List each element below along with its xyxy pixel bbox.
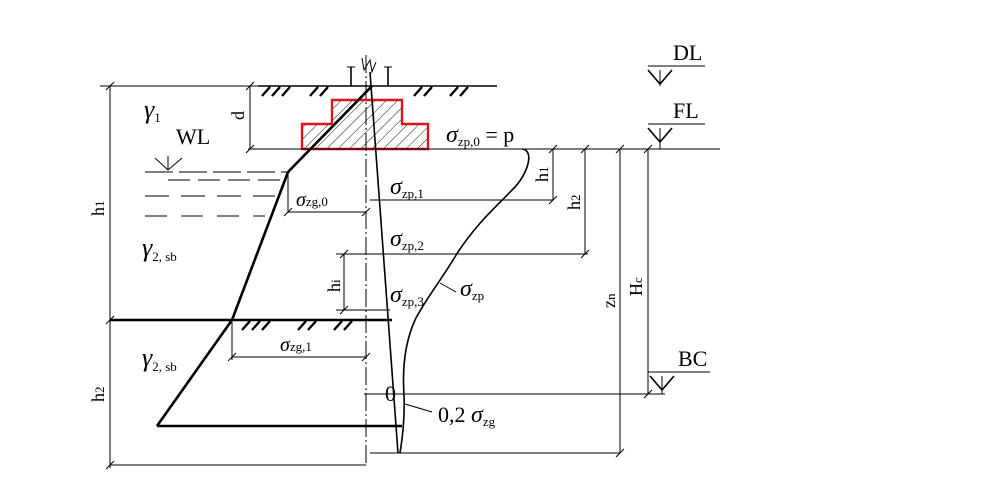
szp-curve	[399, 148, 530, 454]
limit-leader	[404, 403, 433, 413]
layer-boundary-hatch	[241, 320, 353, 331]
wl-label: WL	[176, 124, 210, 149]
fl-label: FL	[673, 98, 699, 123]
szp-leader	[439, 282, 457, 293]
zn-label: zn	[599, 293, 619, 308]
bc-marker	[648, 371, 710, 394]
right-dimensions	[548, 144, 653, 458]
d-label: d	[228, 111, 248, 120]
ground-surface	[258, 85, 497, 97]
column-stub	[347, 57, 392, 86]
szp0-label: σzp,0 = p	[446, 122, 514, 149]
szp3-label: σzp,3	[390, 282, 424, 309]
h1-right-label: h1	[532, 167, 552, 183]
water-table	[145, 156, 290, 217]
h1-left-label: h1	[88, 201, 108, 217]
foundation-footing	[300, 98, 430, 151]
szg1-label: σzg,1	[280, 334, 312, 356]
gamma2-lower-label: γ2, sb	[142, 343, 177, 374]
h2-left-label: h2	[88, 387, 108, 403]
gamma2-upper-label: γ2, sb	[142, 233, 177, 264]
szg-diagram	[110, 85, 402, 428]
limit-label: 0,2 σzg	[438, 402, 496, 429]
szp2-label: σzp,2	[390, 226, 424, 253]
fl-marker	[647, 123, 705, 149]
gamma1-label: γ1	[144, 95, 161, 125]
ground-hatch-right	[413, 86, 469, 97]
szp-label: σzp	[460, 276, 484, 303]
szg1-dimension	[227, 320, 371, 362]
hi-dimension	[336, 249, 390, 315]
left-dimension-chain	[100, 81, 366, 470]
ground-hatch-left	[261, 86, 329, 97]
dl-label: DL	[673, 40, 702, 65]
h2-right-label: h2	[564, 195, 584, 211]
szg0-dimension	[283, 172, 371, 217]
hi-label: hi	[324, 279, 344, 292]
hc-label: Hc	[626, 277, 646, 296]
szp-ordinate-line	[369, 71, 399, 454]
zero-label: 0	[385, 381, 396, 406]
bc-label: BC	[678, 346, 707, 371]
szg0-label: σzg,0	[296, 189, 328, 211]
dl-marker	[647, 65, 705, 86]
szp1-label: σzp,1	[390, 174, 424, 201]
